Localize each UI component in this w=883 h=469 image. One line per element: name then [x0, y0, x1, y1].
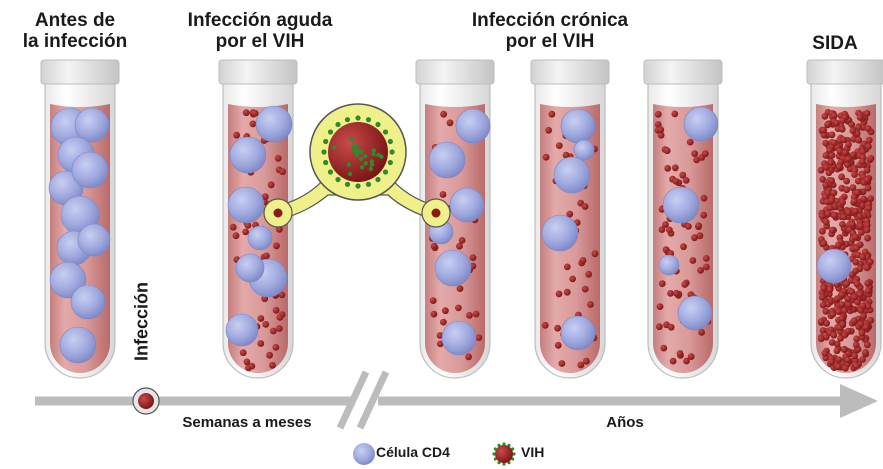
axis-label-weeks: Semanas a meses	[164, 412, 330, 433]
axis-arrow-icon	[840, 384, 878, 418]
tube-cap	[644, 60, 722, 84]
test-tube-chronic-infection-2	[531, 60, 609, 378]
test-tube-before-infection	[41, 60, 119, 378]
title-aids: SIDA	[790, 33, 880, 54]
legend-cd4-label: Célula CD4	[376, 444, 450, 460]
title-acute-infection: Infección aguda por el VIH	[160, 10, 360, 52]
axis-label-years: Años	[590, 412, 660, 433]
tube-cap	[219, 60, 297, 84]
tube-cap	[416, 60, 494, 84]
title-before-infection: Antes de la infección	[0, 10, 150, 52]
infection-event-label: Infección	[132, 262, 153, 382]
legend-hiv: VIH	[489, 444, 544, 460]
test-tubes	[41, 60, 883, 378]
legend-cd4: Célula CD4	[352, 444, 450, 460]
cd4-cells	[817, 249, 851, 283]
test-tube-chronic-infection-3	[644, 60, 722, 378]
tube-cap	[807, 60, 883, 84]
tube-cap	[531, 60, 609, 84]
test-tube-aids	[807, 60, 883, 378]
title-chronic-infection: Infección crónica por el VIH	[450, 10, 650, 52]
time-axis	[35, 372, 878, 428]
legend-hiv-label: VIH	[521, 444, 544, 460]
infection-marker-icon	[133, 388, 159, 414]
tube-cap	[41, 60, 119, 84]
